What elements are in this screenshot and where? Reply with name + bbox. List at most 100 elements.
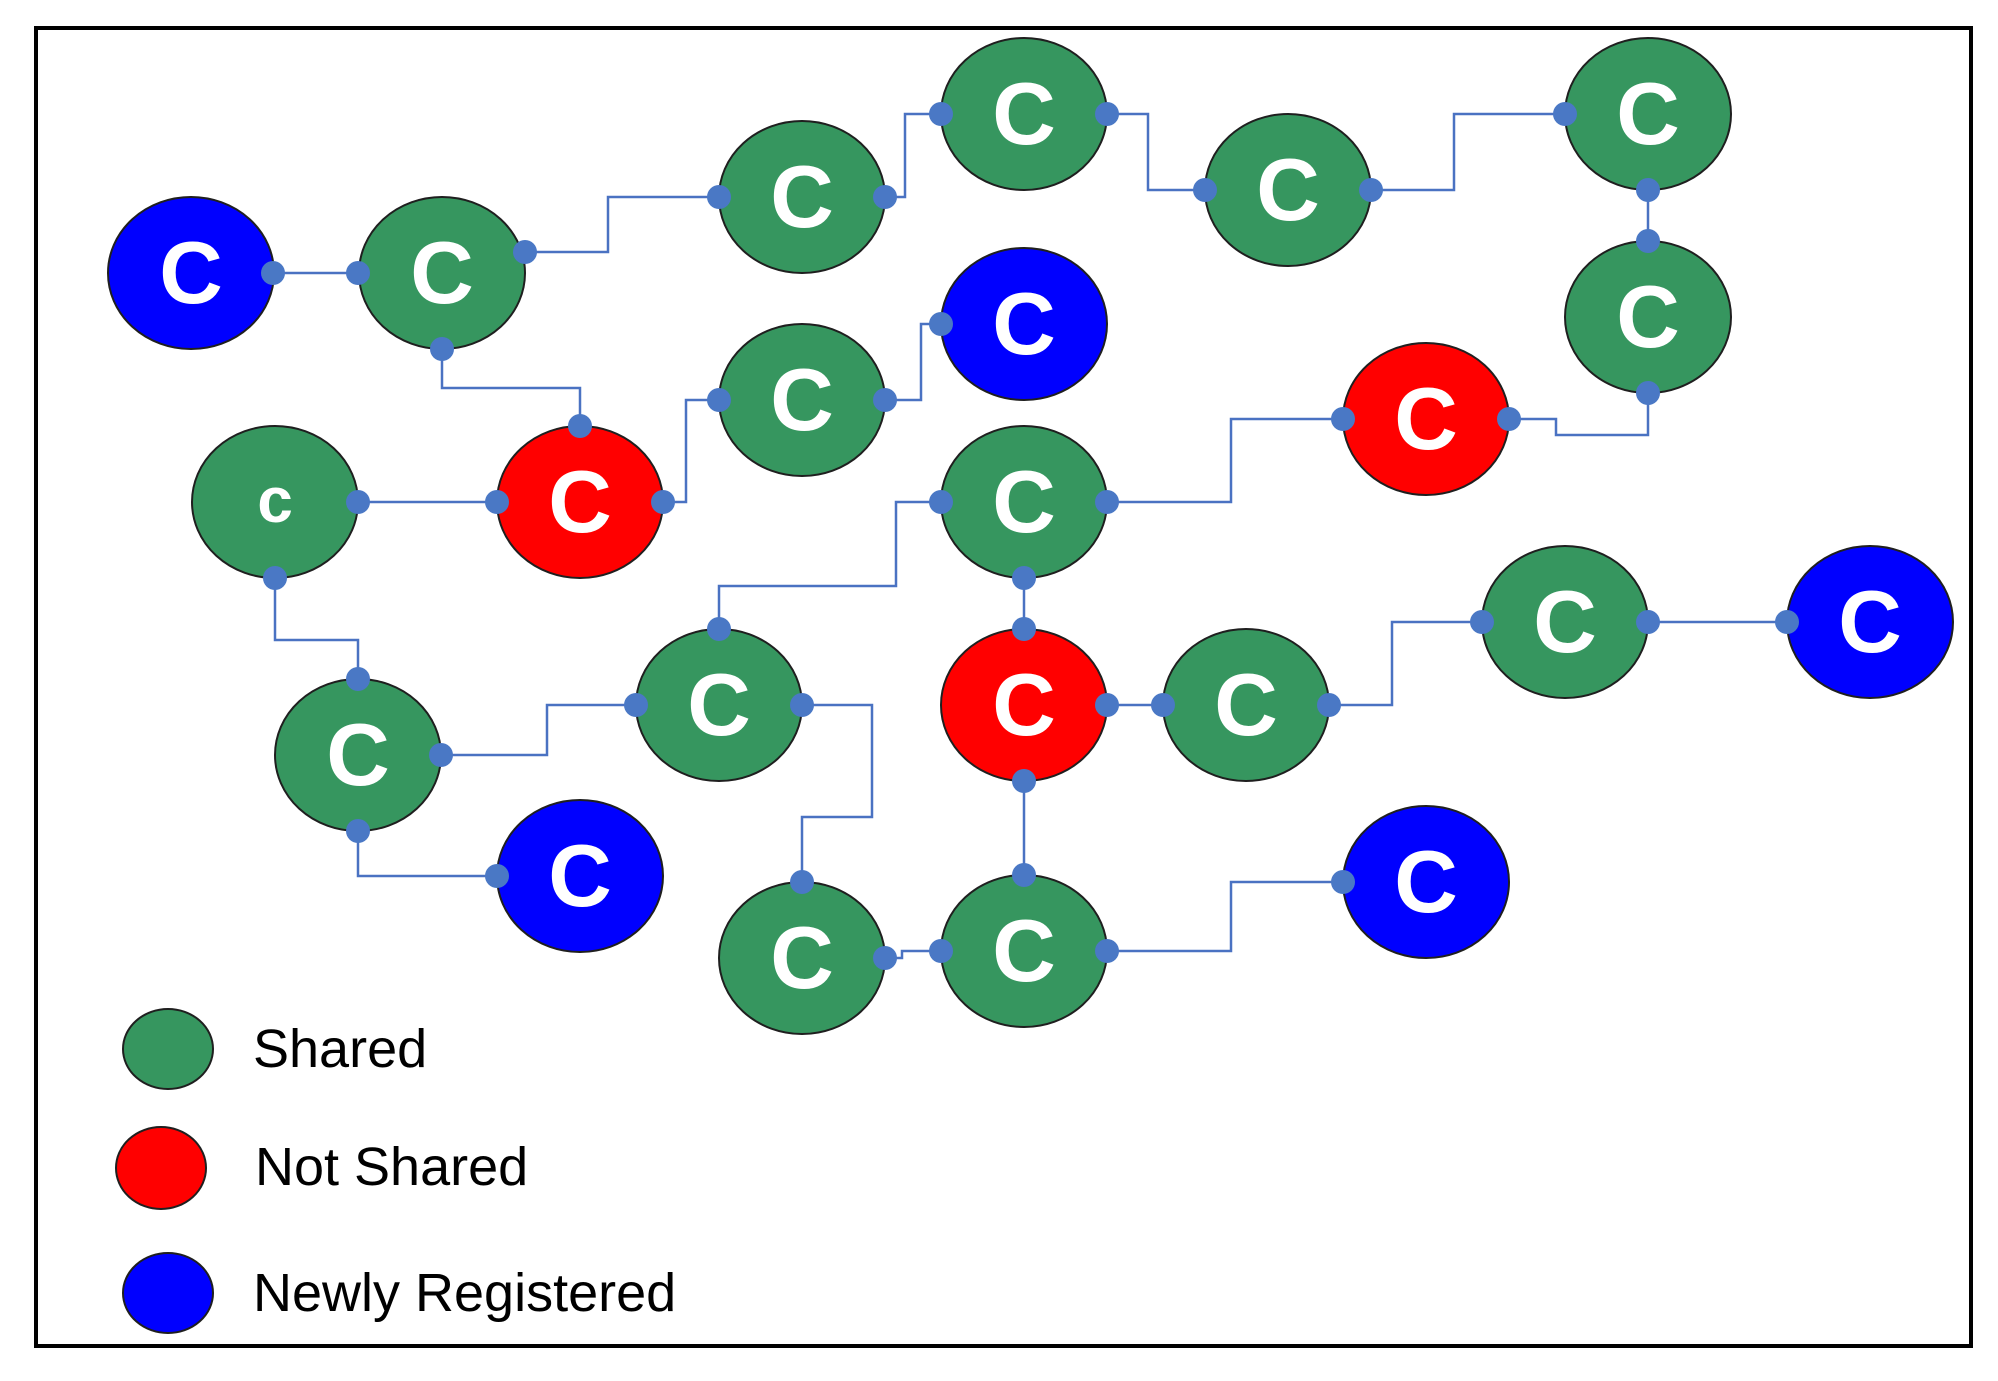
node-shared: C <box>1481 545 1649 699</box>
connector-line <box>800 703 874 882</box>
node-label: C <box>770 147 834 246</box>
node-shared: C <box>635 628 803 782</box>
legend-item-newly-registered: Newly Registered <box>122 1252 676 1334</box>
connection-port <box>1636 229 1660 253</box>
node-newly-registered: C <box>940 247 1108 401</box>
connection-port <box>1317 693 1341 717</box>
connection-port <box>929 490 953 514</box>
node-shared: C <box>274 678 442 832</box>
connector-line <box>273 578 360 679</box>
connection-port <box>1193 178 1217 202</box>
node-label: C <box>1616 267 1680 366</box>
node-label: C <box>687 655 751 754</box>
connection-port <box>1470 610 1494 634</box>
connection-port <box>1331 407 1355 431</box>
legend-label-shared: Shared <box>253 1019 427 1079</box>
connector-line <box>440 349 582 426</box>
legend-label-newly-registered: Newly Registered <box>253 1263 676 1323</box>
node-label: C <box>992 64 1056 163</box>
node-shared: C <box>940 425 1108 579</box>
node-label: C <box>992 901 1056 1000</box>
connection-port <box>707 388 731 412</box>
ports <box>261 102 1799 970</box>
connection-port <box>1012 566 1036 590</box>
node-shared: C <box>718 323 886 477</box>
node-label: C <box>326 705 390 804</box>
connector-line <box>1371 112 1565 192</box>
connection-port <box>346 819 370 843</box>
connection-port <box>1636 610 1660 634</box>
node-label: C <box>992 274 1056 373</box>
node-label: C <box>1394 832 1458 931</box>
connection-port <box>1497 407 1521 431</box>
connector-line <box>1509 393 1650 437</box>
node-shared: C <box>718 120 886 274</box>
node-not-shared: C <box>496 425 664 579</box>
connection-port <box>929 312 953 336</box>
connection-port <box>929 102 953 126</box>
connection-port <box>873 185 897 209</box>
connector-line <box>441 703 636 757</box>
node-label: C <box>992 655 1056 754</box>
connection-port <box>429 743 453 767</box>
node-shared: C <box>1204 113 1372 267</box>
node-shared: C <box>1564 37 1732 191</box>
connection-port <box>346 667 370 691</box>
connection-port <box>707 617 731 641</box>
legend-swatch-shared <box>122 1008 214 1090</box>
connection-port <box>1636 178 1660 202</box>
connection-port <box>1012 617 1036 641</box>
node-label: C <box>770 350 834 449</box>
node-label: C <box>1838 572 1902 671</box>
connection-port <box>873 388 897 412</box>
connection-port <box>1012 863 1036 887</box>
connection-port <box>1553 102 1577 126</box>
connection-port <box>261 261 285 285</box>
node-shared: C <box>1162 628 1330 782</box>
node-shared: c <box>191 425 359 579</box>
node-not-shared: C <box>1342 342 1510 496</box>
legend-swatch-not-shared <box>115 1126 207 1210</box>
node-shared: C <box>358 196 526 350</box>
connection-port <box>1151 693 1175 717</box>
connection-port <box>873 946 897 970</box>
node-label: C <box>1214 655 1278 754</box>
node-newly-registered: C <box>1786 545 1954 699</box>
node-label: C <box>548 826 612 925</box>
connection-port <box>929 939 953 963</box>
node-newly-registered: C <box>1342 805 1510 959</box>
legend: Shared Not Shared Newly Registered <box>115 1008 676 1334</box>
connection-port <box>1331 870 1355 894</box>
connection-port <box>1095 490 1119 514</box>
connection-port <box>485 490 509 514</box>
connection-port <box>485 864 509 888</box>
connection-port <box>568 414 592 438</box>
legend-label-not-shared: Not Shared <box>255 1137 528 1197</box>
node-label: C <box>770 908 834 1007</box>
connection-port <box>1636 381 1660 405</box>
connection-port <box>1775 610 1799 634</box>
node-shared: C <box>718 881 886 1035</box>
connector-line <box>356 831 497 878</box>
node-label: C <box>1533 572 1597 671</box>
connector-line <box>717 500 941 629</box>
legend-item-shared: Shared <box>122 1008 427 1090</box>
connection-port <box>513 240 537 264</box>
node-label: C <box>992 452 1056 551</box>
connection-port <box>1095 693 1119 717</box>
connection-port <box>651 490 675 514</box>
node-label: C <box>548 452 612 551</box>
node-shared: C <box>940 37 1108 191</box>
node-newly-registered: C <box>496 799 664 953</box>
connection-port <box>346 490 370 514</box>
connector-line <box>1107 880 1343 953</box>
connection-port <box>1012 769 1036 793</box>
connection-port <box>624 693 648 717</box>
node-label: C <box>1256 140 1320 239</box>
connection-port <box>790 693 814 717</box>
connection-port <box>263 566 287 590</box>
node-shared: C <box>1564 240 1732 394</box>
connector-line <box>1107 112 1205 192</box>
